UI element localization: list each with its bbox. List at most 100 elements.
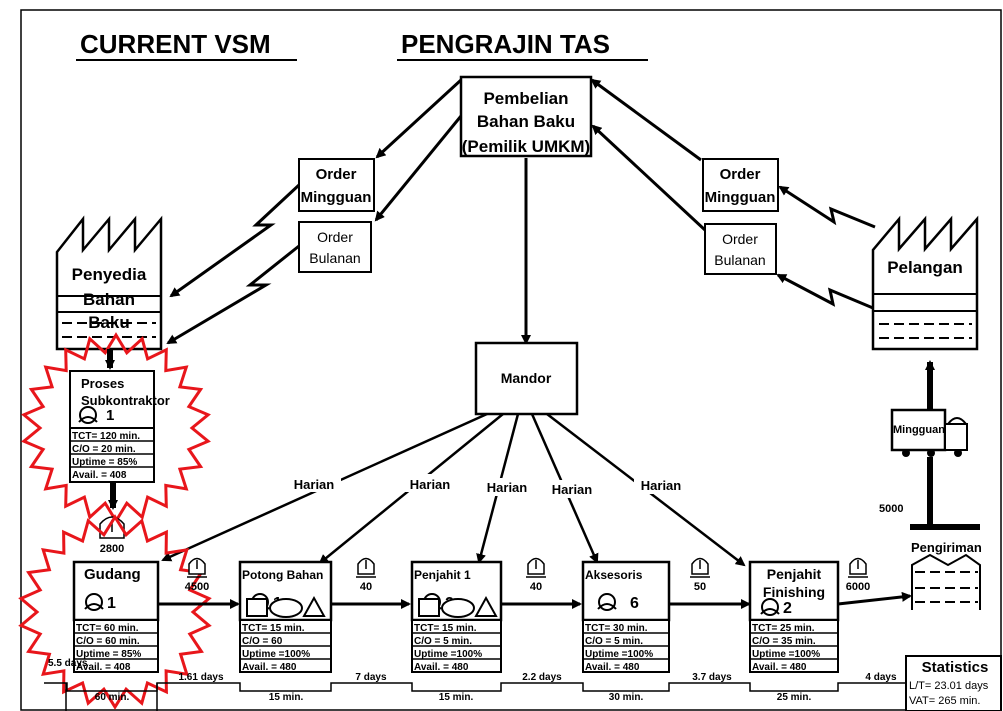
order-monthly-right-1: Order [722,231,758,247]
process-tct: TCT= 15 min. [414,623,477,634]
inventory-quantity: 6000 [846,581,870,593]
inventory-icon: 40 [526,557,546,593]
process-uptime: Uptime =100% [414,649,482,660]
timeline-wait: 2.2 days [522,672,562,683]
supplier-label-1: Penyedia [72,265,147,284]
timeline-wait: 4 days [865,672,897,683]
process-uptime: Uptime = 85% [76,649,141,660]
purchasing-box [459,75,593,158]
operator-icon [597,593,617,611]
process-tct: TCT= 25 min. [752,623,815,634]
process-name-2: Finishing [763,584,825,600]
process-avail: Avail. = 480 [414,662,469,673]
information-flow-arrows [166,78,876,345]
operator-count: 6 [630,595,639,612]
process-co: C/O = 60 [242,636,283,647]
process-avail: Avail. = 480 [242,662,297,673]
subcontract-label-1: Proses [81,376,124,391]
process-1: Potong Bahan1TCT= 15 min.C/O = 60Uptime … [238,560,333,673]
arrow-weekly-right-to-purchase [590,78,702,162]
inventory-quantity: 50 [694,581,706,593]
electronic-monthly-to-supplier [166,244,300,345]
timeline-value-added: 15 min. [269,692,304,703]
timeline-wait: 3.7 days [692,672,732,683]
order-weekly-left-2: Mingguan [301,189,372,206]
material-flow-arrows [157,591,912,609]
subcontract-co: C/O = 20 min. [72,444,136,455]
order-weekly-right-box [702,158,779,212]
equipment-icon [418,595,498,618]
truck-label: Mingguan [893,424,945,436]
process-tct: TCT= 30 min. [585,623,648,634]
statistics-lead-time: L/T= 23.01 days [909,680,989,692]
inventory-icon: 50 [690,557,710,593]
timeline-value-added: 15 min. [439,692,474,703]
mandor-label: Mandor [501,370,552,386]
process-co: C/O = 5 min. [585,636,643,647]
process-avail: Avail. = 480 [752,662,807,673]
equipment-icon [246,595,326,618]
order-monthly-left-box [298,221,372,273]
process-2: Penjahit 12TCT= 15 min.C/O = 5 min.Uptim… [410,560,503,673]
supplier-factory-icon [55,215,163,351]
supplier-label-2: Bahan [83,290,135,309]
subcontract-label-2: Subkontraktor [81,393,170,408]
timeline-wait: 1.61 days [178,672,223,683]
process-avail: Avail. = 480 [585,662,640,673]
order-weekly-left-1: Order [316,166,357,183]
process-tct: TCT= 60 min. [76,623,139,634]
arrow-finishing-to-shipping [837,591,912,606]
order-monthly-right-box [704,223,777,275]
title-current-vsm: CURRENT VSM [80,29,271,59]
timeline-wait: 7 days [355,672,387,683]
daily-label-e: Harian [641,478,682,493]
inventory-quantity: 40 [530,581,542,593]
subcontract-operators: 1 [106,407,114,424]
purchasing-label-3: (Pemilik UMKM) [462,137,590,156]
process-name: Penjahit [767,566,822,582]
kaizen-burst-gudang [18,514,212,710]
process-name: Aksesoris [585,568,643,582]
process-uptime: Uptime =100% [242,649,310,660]
daily-label-d: Harian [552,482,593,497]
subcontract-uptime: Uptime = 85% [72,457,137,468]
process-uptime: Uptime =100% [752,649,820,660]
electronic-customer-to-monthly [776,273,874,310]
purchasing-label-2: Bahan Baku [477,112,575,131]
timeline-value-added: 25 min. [777,692,812,703]
arrow-purchase-to-weekly-left [375,78,463,159]
operator-icon [84,593,104,611]
inventory-quantity: 40 [360,581,372,593]
operator-count: 1 [107,595,116,612]
process-name: Gudang [84,566,141,583]
inventory-icons: 4500 40 40 50 6000 [185,557,870,593]
inventory-quantity: 4500 [185,581,209,593]
daily-label-c: Harian [487,480,528,495]
order-weekly-right-2: Mingguan [705,189,776,206]
daily-label-a: Harian [294,477,335,492]
arrow-monthly-right-to-purchase [591,124,707,232]
electronic-weekly-to-supplier [169,183,301,298]
mandor-box [474,341,579,416]
purchasing-label-1: Pembelian [483,89,568,108]
statistics-title: Statistics [922,659,989,676]
inventory-icon: 40 [356,557,376,593]
order-monthly-left-2: Bulanan [309,250,360,266]
process-tct: TCT= 15 min. [242,623,305,634]
shipping-bar [910,524,980,530]
order-monthly-right-2: Bulanan [714,252,765,268]
shipping-warehouse-icon [911,553,981,610]
process-co: C/O = 5 min. [414,636,472,647]
arrow-purchase-to-monthly-left [374,115,463,222]
order-monthly-left-1: Order [317,229,353,245]
process-name: Penjahit 1 [414,568,471,582]
subcontract-data-box [69,427,155,483]
customer-label: Pelangan [887,258,963,277]
customer-factory-icon [871,215,979,351]
